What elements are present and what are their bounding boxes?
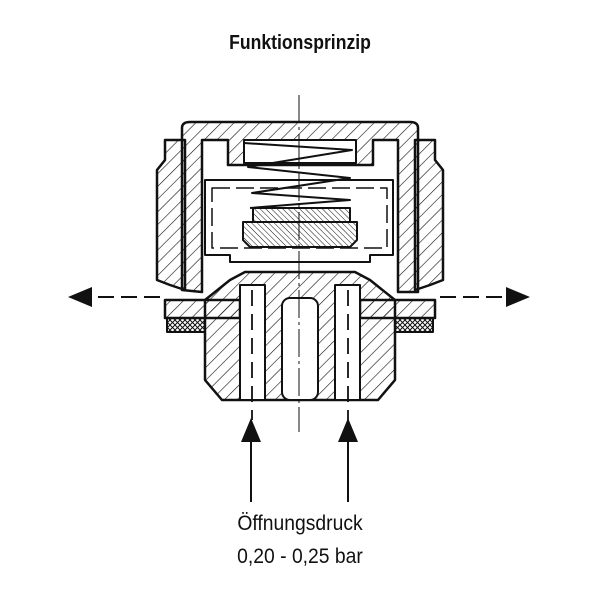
inner-cage xyxy=(204,179,394,263)
gasket-right xyxy=(394,317,434,333)
cap xyxy=(180,120,420,294)
valve-disc-lower xyxy=(242,221,358,248)
center-bore xyxy=(281,297,319,401)
opening-pressure-label: Öffnungsdruck xyxy=(237,512,363,535)
opening-pressure-value: 0,20 - 0,25 bar xyxy=(237,545,363,568)
spring xyxy=(243,142,353,209)
gasket-left xyxy=(166,317,206,333)
valve-disc-upper xyxy=(252,207,351,223)
diagram-title: Funktionsprinzip xyxy=(229,32,371,54)
